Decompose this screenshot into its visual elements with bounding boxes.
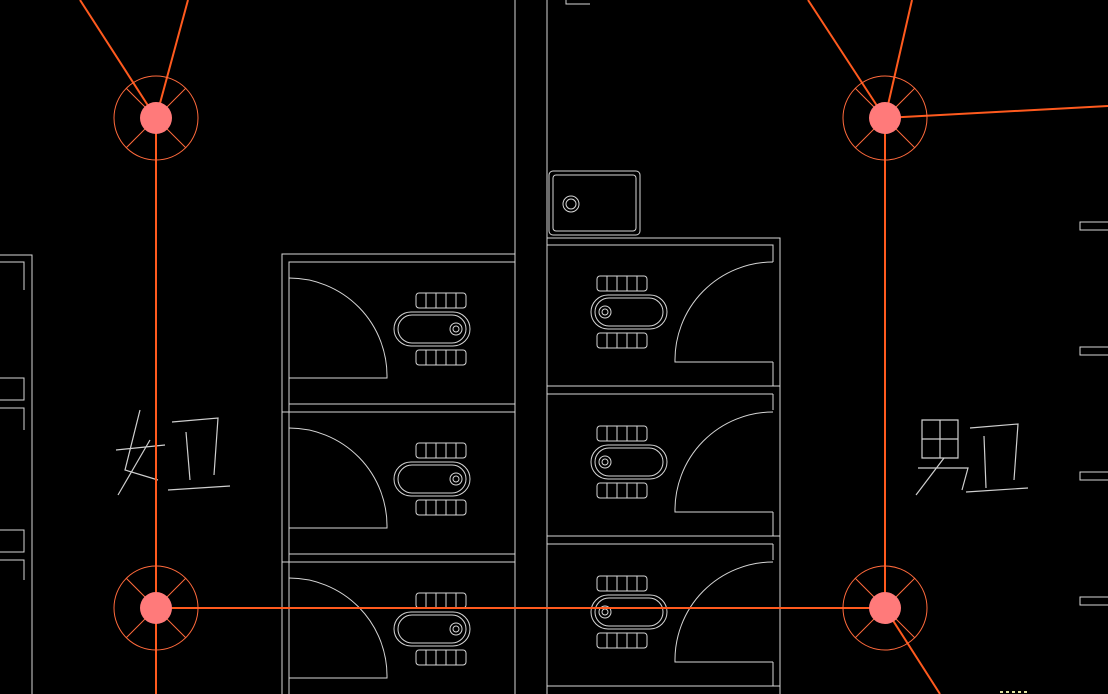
node-bottom-left[interactable] (113, 565, 199, 651)
left-stall-2 (288, 427, 471, 529)
door-swing (288, 577, 388, 679)
room-label-right-strokes (915, 419, 1029, 496)
squat-toilet (393, 461, 471, 497)
node-bottom-right[interactable] (842, 565, 928, 651)
right-stall-block (547, 237, 781, 694)
squat-toilet (590, 294, 668, 330)
route-lines (79, 0, 1108, 694)
node-top-right[interactable] (842, 75, 928, 161)
left-stall-1 (288, 277, 471, 379)
right-edge-ticks (1079, 221, 1108, 606)
right-stall-1 (590, 261, 774, 363)
door-swing (674, 411, 774, 513)
door-swing (674, 261, 774, 363)
squat-toilet (590, 444, 668, 480)
wash-basin (548, 170, 641, 236)
squat-toilet (590, 594, 668, 630)
right-stall-3 (590, 561, 774, 663)
central-walls (514, 0, 590, 694)
door-swing (288, 277, 388, 379)
right-stall-2 (590, 411, 774, 513)
squat-toilet (393, 311, 471, 347)
room-label-left: 女卫 (118, 468, 120, 471)
node-top-left[interactable] (113, 75, 199, 161)
door-swing (288, 427, 388, 529)
left-stall-block (281, 253, 515, 694)
left-stall-3 (288, 577, 471, 679)
squat-toilet (393, 611, 471, 647)
left-wall-segments (0, 254, 33, 694)
door-swing (674, 561, 774, 663)
room-label-left-strokes (115, 409, 231, 496)
